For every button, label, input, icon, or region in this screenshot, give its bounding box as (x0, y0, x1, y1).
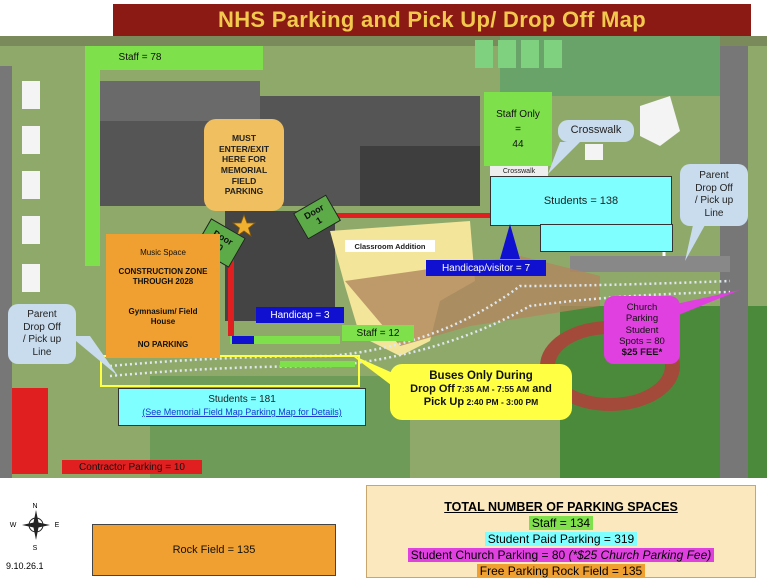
construction-zone-label: CONSTRUCTION ZONE THROUGH 2028 (118, 267, 208, 286)
construction-zone-block (106, 234, 220, 358)
students-181-label: Students = 181 (208, 394, 276, 405)
compass-east: E (54, 521, 60, 529)
handicap-3-lot (232, 336, 254, 344)
totals-church-fee: (*$25 Church Parking Fee) (568, 548, 712, 562)
campus-map: Staff = 78 Staff Only = 44 Crosswalk Cro… (0, 36, 767, 478)
handicap-visitor-pointer (500, 224, 520, 259)
compass-north: N (32, 502, 38, 510)
star-icon (232, 214, 256, 238)
parent-right-callout-pointer (685, 216, 710, 261)
compass-rose-icon (22, 510, 50, 540)
parking-totals-panel: TOTAL NUMBER OF PARKING SPACES Staff = 1… (366, 485, 756, 578)
buses-dropoff-label: Drop Off (410, 383, 455, 395)
crosswalk-callout: Crosswalk (558, 120, 634, 142)
buses-pickup-label: Pick Up (423, 396, 465, 408)
totals-church-label: Student Church Parking = 80 (410, 548, 569, 562)
rock-field-lot: Rock Field = 135 (92, 524, 336, 576)
music-space-label: Music Space (140, 247, 186, 257)
totals-church: Student Church Parking = 80 (*$25 Church… (407, 548, 715, 562)
must-enter-callout: MUST ENTER/EXIT HERE FOR MEMORIAL FIELD … (204, 119, 284, 211)
page-title: NHS Parking and Pick Up/ Drop Off Map (113, 4, 751, 36)
buses-dropoff-time: 7:35 AM - 7:55 AM (454, 384, 530, 394)
compass-west: W (9, 521, 17, 529)
compass-south: S (32, 544, 38, 552)
staff-78-strip-top (85, 46, 263, 70)
buses-and: and (529, 383, 552, 395)
no-parking-label: NO PARKING (137, 339, 189, 349)
totals-staff: Staff = 134 (528, 516, 594, 530)
staff-12-label: Staff = 12 (342, 325, 414, 341)
classroom-addition-label: Classroom Addition (345, 240, 435, 252)
buses-callout-pointer (350, 354, 395, 388)
buses-pickup-time: 2:40 PM - 3:00 PM (464, 397, 539, 407)
students-138-lot: Students = 138 (490, 176, 672, 226)
version-label: 9.10.26.1 (6, 561, 44, 571)
buses-only-callout: Buses Only During Drop Off 7:35 AM - 7:5… (390, 364, 572, 420)
totals-student-paid: Student Paid Parking = 319 (484, 532, 638, 546)
buses-title: Buses Only During (429, 370, 533, 382)
map-background (0, 36, 767, 478)
gymnasium-label: Gymnasium/ Field House (128, 307, 198, 326)
church-parking-callout: Church Parking Student Spots = 80 $25 FE… (604, 296, 680, 364)
church-callout-pointer (676, 290, 740, 316)
contractor-parking-label: Contractor Parking = 10 (62, 460, 202, 474)
students-181-lot: Students = 181 (See Memorial Field Map P… (118, 388, 366, 426)
handicap-visitor-label: Handicap/visitor = 7 (426, 260, 546, 276)
crosswalk-road-label: Crosswalk (490, 166, 548, 176)
church-parking-label: Church Parking Student Spots = 80 (619, 301, 665, 347)
staff-78-strip-left (85, 46, 100, 266)
contractor-lot (12, 388, 48, 474)
buses-dropoff-line: Drop Off 7:35 AM - 7:55 AM and (390, 383, 572, 395)
totals-heading: TOTAL NUMBER OF PARKING SPACES (444, 500, 678, 514)
memorial-field-map-link[interactable]: (See Memorial Field Map Parking Map for … (142, 407, 342, 417)
staff-78-label: Staff = 78 (118, 51, 162, 63)
staff-only-44-label: Staff Only = 44 (484, 92, 552, 166)
parent-dropoff-right-callout: Parent Drop Off / Pick up Line (680, 164, 748, 226)
crosswalk-callout-pointer (548, 142, 580, 174)
parent-left-callout-pointer (70, 336, 118, 376)
church-fee-label: $25 FEE* (621, 347, 663, 359)
handicap-3-label: Handicap = 3 (256, 307, 344, 323)
students-138-lot-extension (540, 224, 673, 252)
buses-pickup-line: Pick Up 2:40 PM - 3:00 PM (390, 396, 572, 408)
legend-area: N S W E 9.10.26.1 Rock Field = 135 TOTAL… (0, 478, 767, 582)
totals-rock-field: Free Parking Rock Field = 135 (476, 564, 646, 578)
parent-dropoff-left-callout: Parent Drop Off / Pick up Line (8, 304, 76, 364)
